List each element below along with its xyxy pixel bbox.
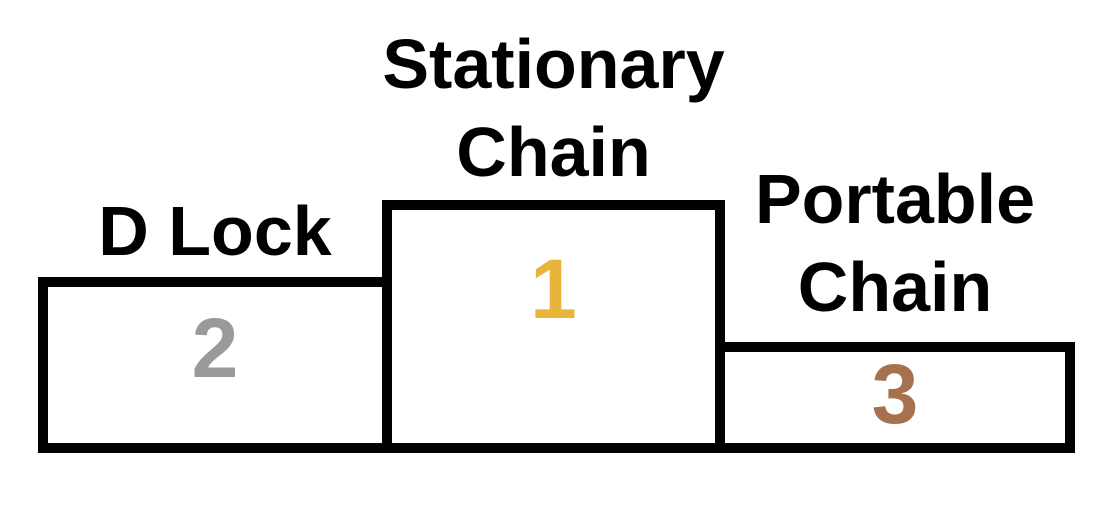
label-third-place-line1: Portable [754, 160, 1036, 238]
rank-number-1: 1 [530, 242, 577, 336]
label-third-place: Portable Chain [715, 155, 1075, 331]
label-third-place-line2: Chain [797, 248, 993, 326]
rank-number-3: 3 [871, 347, 919, 441]
podium-step-first-place: 1 [382, 200, 725, 453]
label-second-place-line1: D Lock [98, 192, 332, 270]
label-first-place-line2: Chain [456, 113, 651, 191]
podium-step-third-place: 3 [715, 342, 1075, 453]
label-first-place: Stationary Chain [382, 20, 725, 196]
podium-step-second-place: 2 [38, 277, 392, 453]
rank-number-2: 2 [191, 301, 239, 395]
label-first-place-line1: Stationary [382, 25, 725, 103]
label-second-place: D Lock [38, 187, 392, 275]
